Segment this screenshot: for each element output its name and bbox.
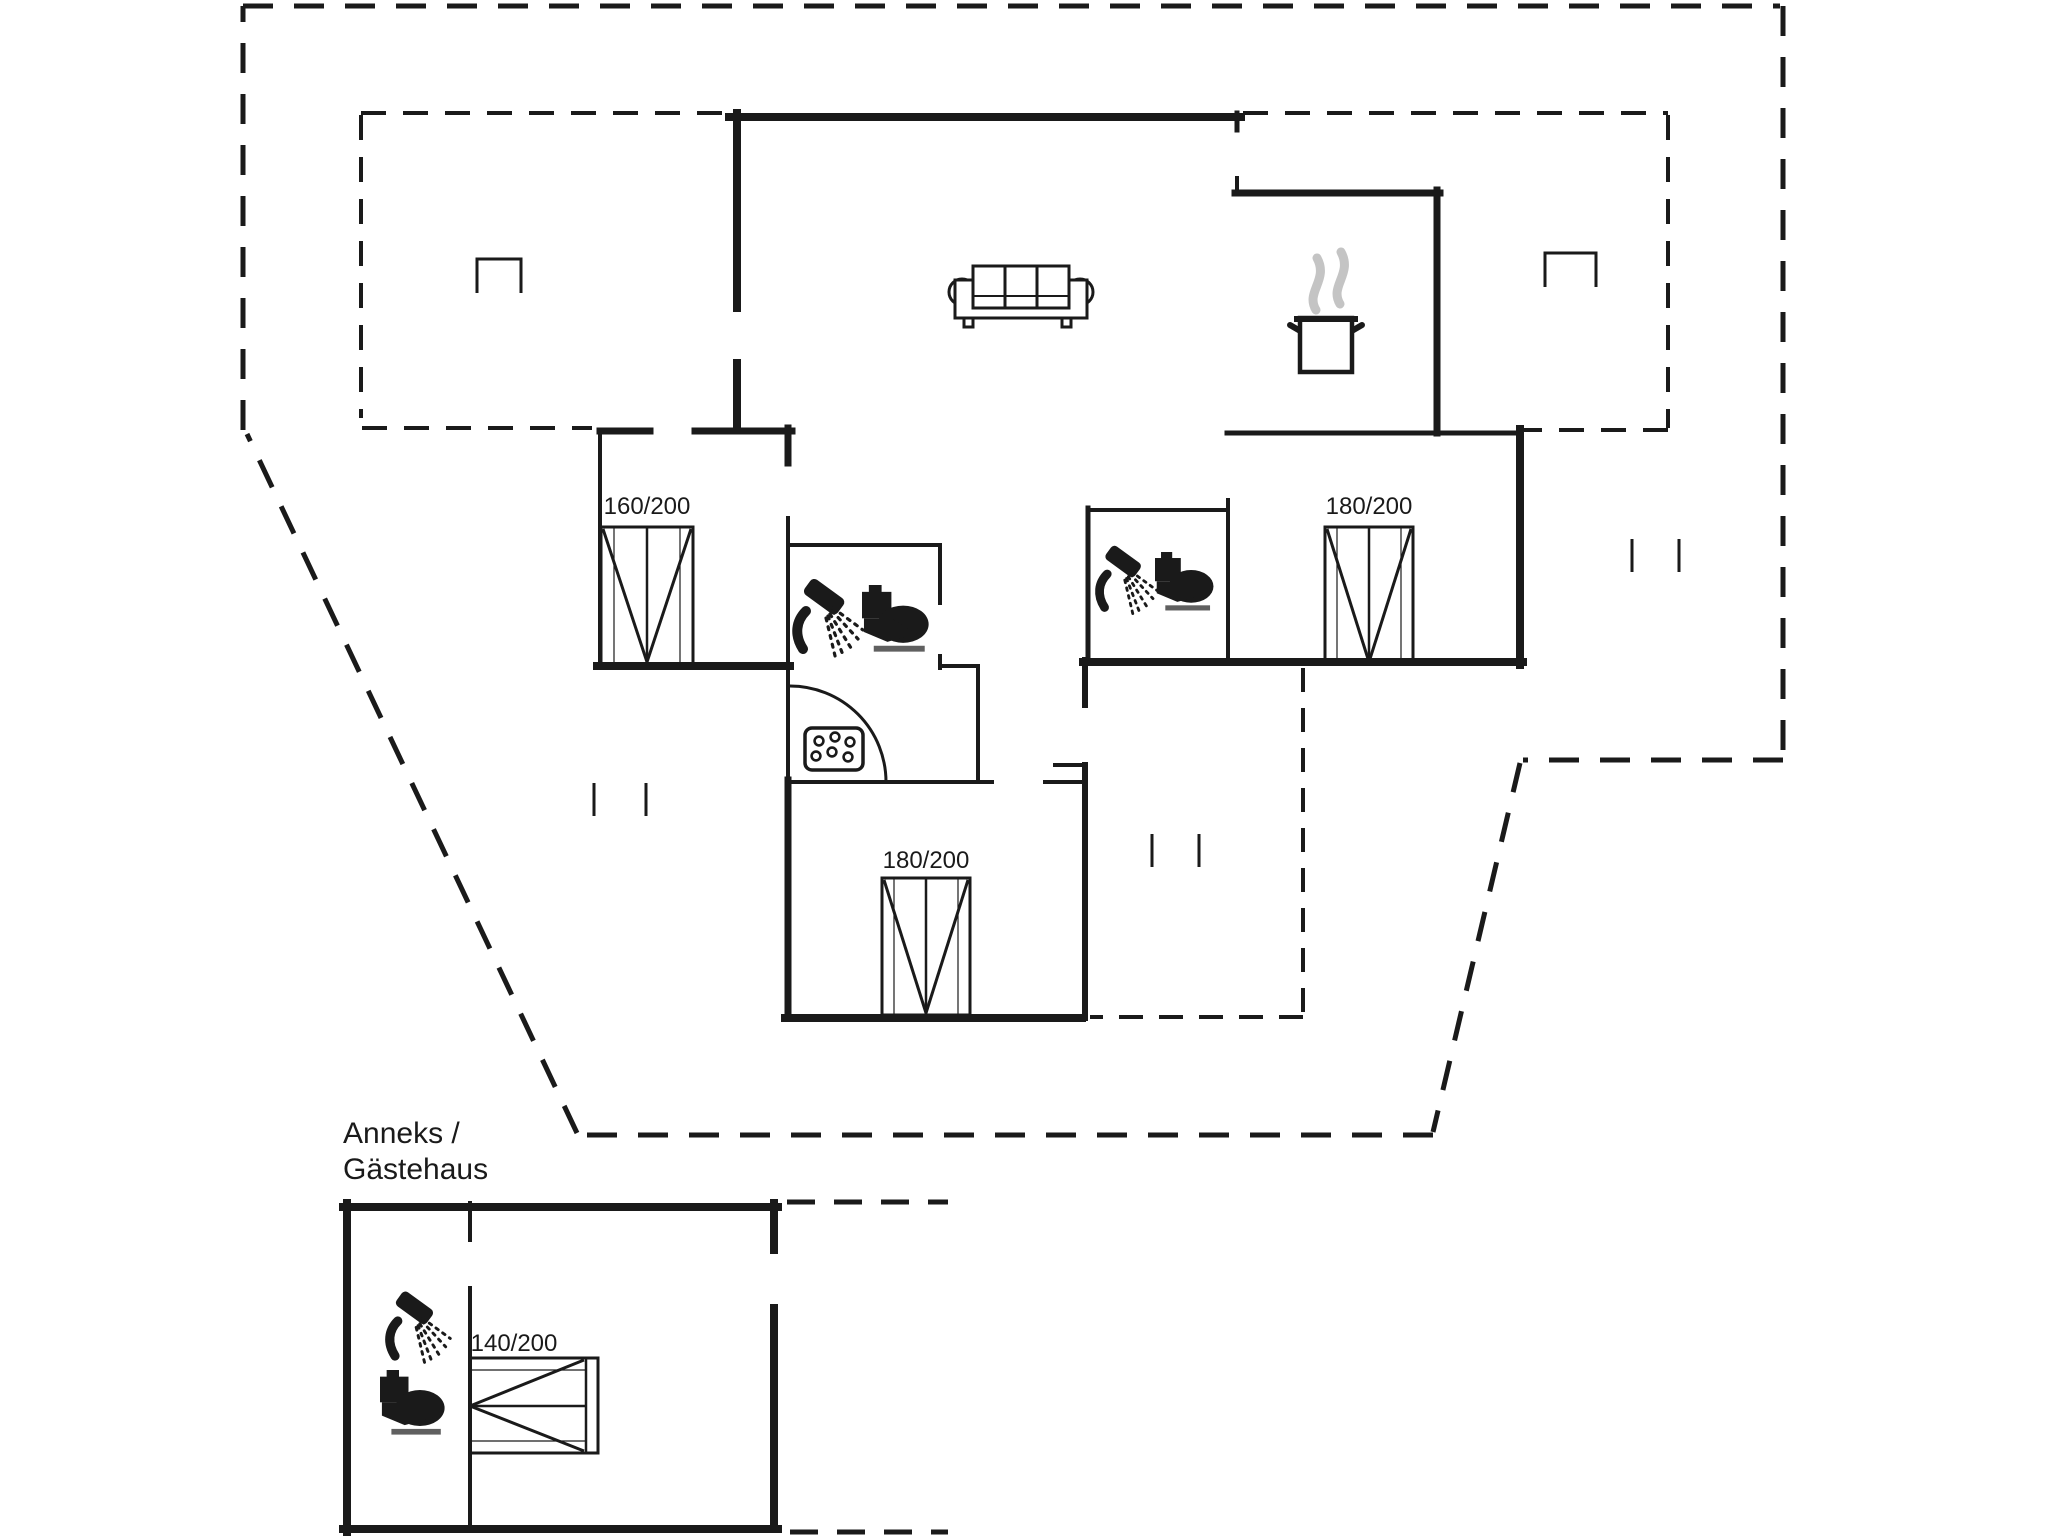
toilet-icon-bathroom-right (1155, 552, 1214, 611)
bed-main-bottom (880, 876, 972, 1017)
cooking-pot-icon (1287, 247, 1365, 375)
terrace-outer-boundary (240, 3, 1786, 1138)
vent-marks (592, 539, 1681, 867)
sofa-icon (947, 264, 1095, 329)
bed-size-label-annex: 140/200 (470, 1330, 558, 1357)
door-swing-arc (789, 684, 888, 783)
bed-main-right (1323, 525, 1415, 666)
annex-walls (339, 1199, 782, 1536)
steam-icon (1308, 247, 1349, 315)
annex-title-line1: Anneks / (343, 1117, 460, 1150)
shower-icon-bathroom-main (797, 577, 863, 660)
bed-annex (468, 1356, 600, 1455)
main-house-exterior-walls (593, 109, 1527, 1022)
terrace-inner-right-boundary (1243, 111, 1670, 432)
bed-size-label-main-bottom: 180/200 (882, 847, 970, 874)
toilet-icon-bathroom-main (862, 585, 929, 652)
shower-icon-bathroom-right (1100, 544, 1158, 617)
terrace-step-markers (475, 251, 1598, 293)
annex-title: Anneks / Gästehaus (343, 1116, 488, 1188)
annex-title-line2: Gästehaus (343, 1153, 489, 1186)
hob-icon (803, 726, 865, 772)
terrace-inner-left-boundary (359, 111, 730, 430)
toilet-icon-annex (380, 1370, 445, 1435)
terrace-dashed-southeast (1090, 668, 1305, 1019)
terrace-dashed-annex (787, 1199, 948, 1535)
bed-main-left (599, 525, 695, 666)
shower-icon-annex (390, 1290, 450, 1366)
bed-size-label-main-right: 180/200 (1325, 493, 1413, 520)
bed-size-label-main-left: 160/200 (603, 493, 691, 520)
